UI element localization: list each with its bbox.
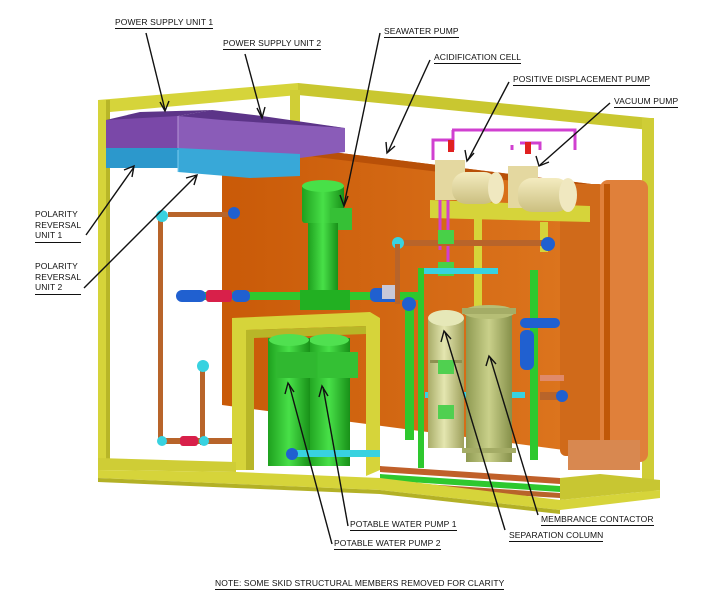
potable-water-pump-2-body (268, 334, 316, 466)
power-supply-unit-2-body (177, 110, 345, 158)
vacuum-pump-body (508, 166, 577, 212)
power-supply-unit-1-body (106, 110, 212, 154)
label-vacuum-pump: VACUUM PUMP (614, 96, 679, 108)
callout-leaders (83, 32, 611, 545)
vacuum-line (431, 128, 577, 265)
label-seawater-pump: SEAWATER PUMP (384, 26, 459, 38)
label-acidification-cell: ACIDIFICATION CELL (434, 52, 522, 64)
label-power-supply-unit-2: POWER SUPPLY UNIT 2 (223, 38, 322, 50)
leader-polarity-reversal-unit-1 (85, 166, 135, 236)
piping-left (156, 207, 418, 446)
leader-power-supply-unit-1 (145, 32, 166, 111)
positive-displacement-pump-body (435, 160, 504, 204)
leader-polarity-reversal-unit-2 (83, 175, 197, 289)
clarity-note: NOTE: SOME SKID STRUCTURAL MEMBERS REMOV… (215, 578, 505, 590)
leader-potable-water-pump-2 (288, 383, 333, 545)
membrance-contactor-body (462, 305, 516, 462)
label-potable-water-pump-1: POTABLE WATER PUMP 1 (350, 519, 457, 531)
leader-acidification-cell (387, 59, 431, 153)
leader-positive-displacement-pump (467, 81, 510, 161)
label-separation-column: SEPARATION COLUMN (509, 530, 604, 542)
skid-frame-front-middle (232, 312, 380, 476)
leader-separation-column (444, 331, 506, 531)
leader-seawater-pump (343, 32, 381, 206)
seawater-pump-body (300, 180, 352, 310)
label-polarity-reversal-unit-1: POLARITY REVERSAL UNIT 1 (35, 209, 82, 243)
pipe-fitting (286, 448, 298, 460)
skid-frame-base (98, 458, 660, 514)
label-polarity-reversal-unit-2: POLARITY REVERSAL UNIT 2 (35, 261, 82, 295)
label-power-supply-unit-1: POWER SUPPLY UNIT 1 (115, 17, 214, 29)
label-potable-water-pump-2: POTABLE WATER PUMP 2 (334, 538, 441, 550)
label-positive-displacement-pump: POSITIVE DISPLACEMENT PUMP (513, 74, 651, 86)
leader-vacuum-pump (539, 102, 611, 166)
leader-power-supply-unit-2 (244, 53, 263, 118)
leader-membrance-contactor (489, 356, 539, 516)
label-membrance-contactor: MEMBRANCE CONTACTOR (541, 514, 654, 526)
polarity-reversal-unit-1-body (106, 148, 178, 168)
separation-column-body (428, 310, 464, 448)
leader-potable-water-pump-1 (322, 386, 349, 527)
polarity-reversal-unit-2-body (177, 148, 300, 178)
